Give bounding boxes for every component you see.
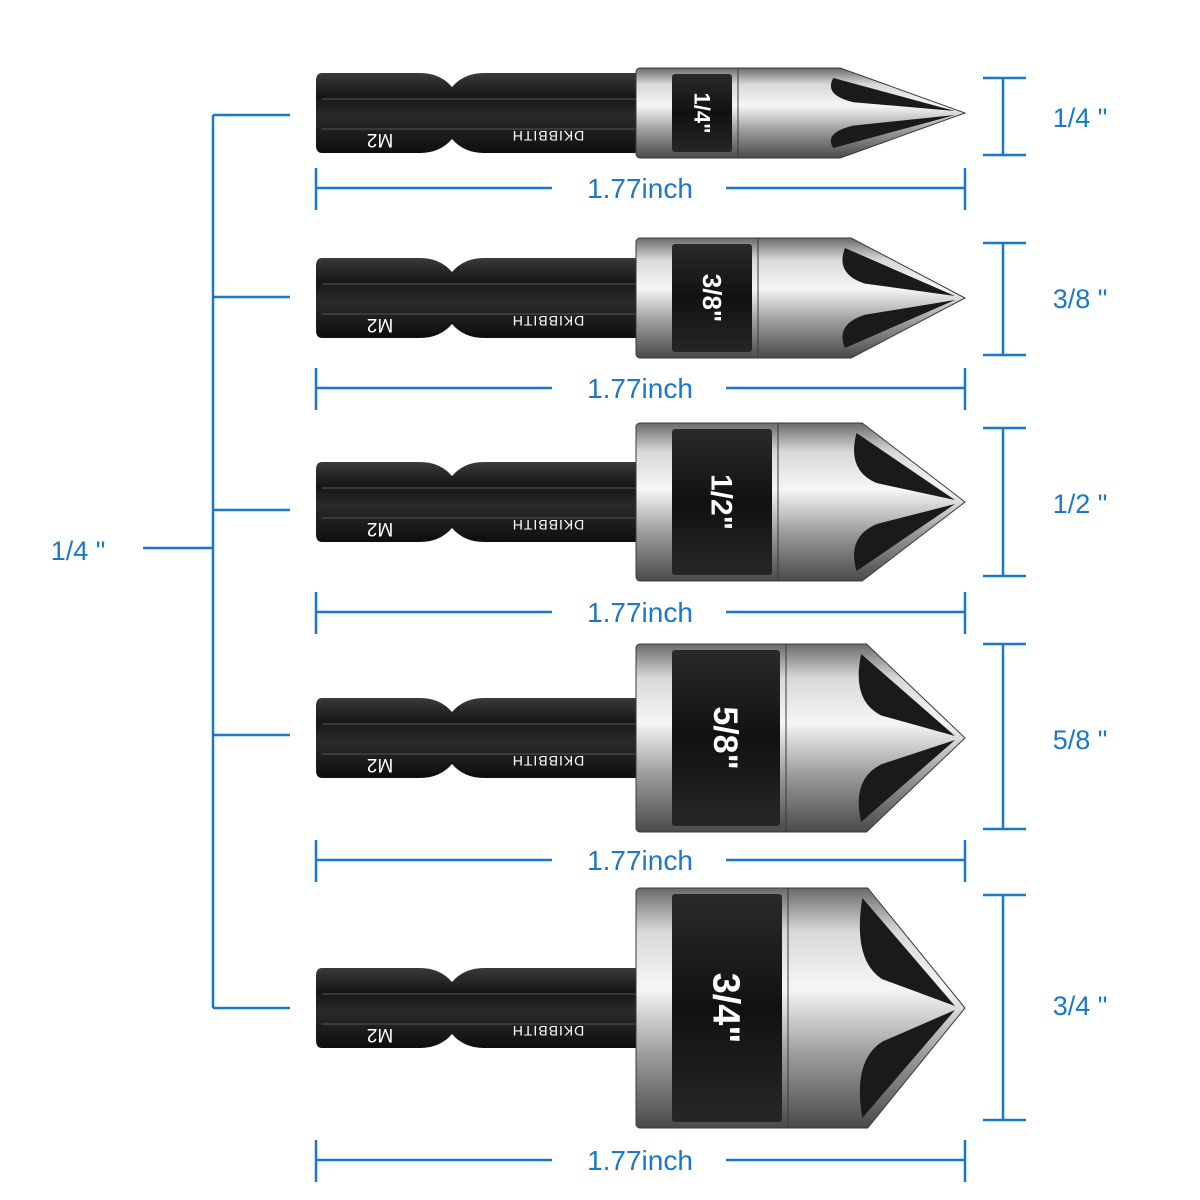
diameter-label: 3/8 " [1053,284,1108,314]
cutting-cone [757,237,967,359]
shank-body [316,968,640,1048]
brand-mark: DKIBBITH [512,1023,585,1039]
length-label: 1.77inch [587,597,693,628]
flute [842,300,955,348]
length-label: 1.77inch [587,845,693,876]
length-dimension: 1.77inch [314,1140,967,1182]
hex-shank: M2 DKIBBITH [316,73,640,153]
brand-mark: DKIBBITH [512,753,585,769]
shank-grade-mark: M2 [367,518,393,539]
countersink-head: 1/2" [635,422,966,582]
hex-shank: M2 DKIBBITH [316,462,640,542]
hex-shank: M2 DKIBBITH [316,698,640,778]
diameter-dimension: 1/2 " [983,426,1108,578]
length-dimension: 1.77inch [314,592,967,634]
size-band [672,74,732,152]
hex-shank: M2 DKIBBITH [316,968,640,1048]
countersink-head: 3/8" [635,237,967,359]
size-band [672,650,780,826]
bit-row: M2 DKIBBITH 1/2" 1/2 " 1.77inch [314,422,1108,634]
countersink-head: 1/4" [635,67,967,159]
length-label: 1.77inch [587,1145,693,1176]
size-engraving: 1/4" [689,92,714,133]
diameter-label: 3/4 " [1053,991,1108,1021]
flute [859,898,955,1006]
flute [854,433,955,500]
length-label: 1.77inch [587,373,693,404]
cutting-cone [777,422,966,582]
flute [859,1010,955,1118]
size-engraving: 5/8" [706,706,744,769]
flute [842,248,955,296]
brand-mark: DKIBBITH [512,517,585,533]
size-engraving: 1/2" [705,474,738,530]
shank-body [316,258,640,338]
diameter-dimension: 3/8 " [983,241,1108,357]
length-dimension: 1.77inch [314,168,967,210]
diameter-dimension: 3/4 " [983,893,1108,1122]
bit-row: M2 DKIBBITH 1/4" 1/4 " 1.77inch [314,67,1108,210]
size-engraving: 3/8" [697,274,727,322]
shank-body [316,73,640,153]
brand-mark: DKIBBITH [512,128,585,144]
flute [854,504,955,571]
shank-grade-mark: M2 [367,314,393,335]
shank-body [316,462,640,542]
flute [858,654,955,736]
flute [858,740,955,822]
size-engraving: 3/4" [705,973,747,1044]
hex-shank: M2 DKIBBITH [316,258,640,338]
cutting-cone [737,67,967,159]
length-dimension: 1.77inch [314,840,967,882]
length-dimension: 1.77inch [314,368,967,410]
bit-row: M2 DKIBBITH 5/8" 5/8 " 1.77inch [314,642,1108,882]
shank-grade-mark: M2 [367,1024,393,1045]
cutting-cone [785,643,966,833]
shank-grade-mark: M2 [367,129,393,150]
bit-row: M2 DKIBBITH 3/4" 3/4 " 1.77inch [314,887,1108,1182]
bit-row: M2 DKIBBITH 3/8" 3/8 " 1.77inch [314,237,1108,410]
countersink-head: 5/8" [635,643,966,833]
flute [830,115,955,148]
diameter-dimension: 1/4 " [983,76,1108,157]
shank-dimension-bracket: 1/4 " [51,113,290,1010]
shank-size-label: 1/4 " [51,536,106,566]
size-band [672,429,772,575]
size-band [672,894,782,1122]
size-band [672,244,752,352]
shank-grade-mark: M2 [367,754,393,775]
countersink-head: 3/4" [635,887,966,1129]
diameter-label: 1/4 " [1053,103,1108,133]
diameter-dimension: 5/8 " [983,642,1108,831]
brand-mark: DKIBBITH [512,313,585,329]
length-label: 1.77inch [587,173,693,204]
flute [830,78,955,111]
diameter-label: 1/2 " [1053,489,1108,519]
cutting-cone [787,887,966,1129]
shank-body [316,698,640,778]
diameter-label: 5/8 " [1053,725,1108,755]
